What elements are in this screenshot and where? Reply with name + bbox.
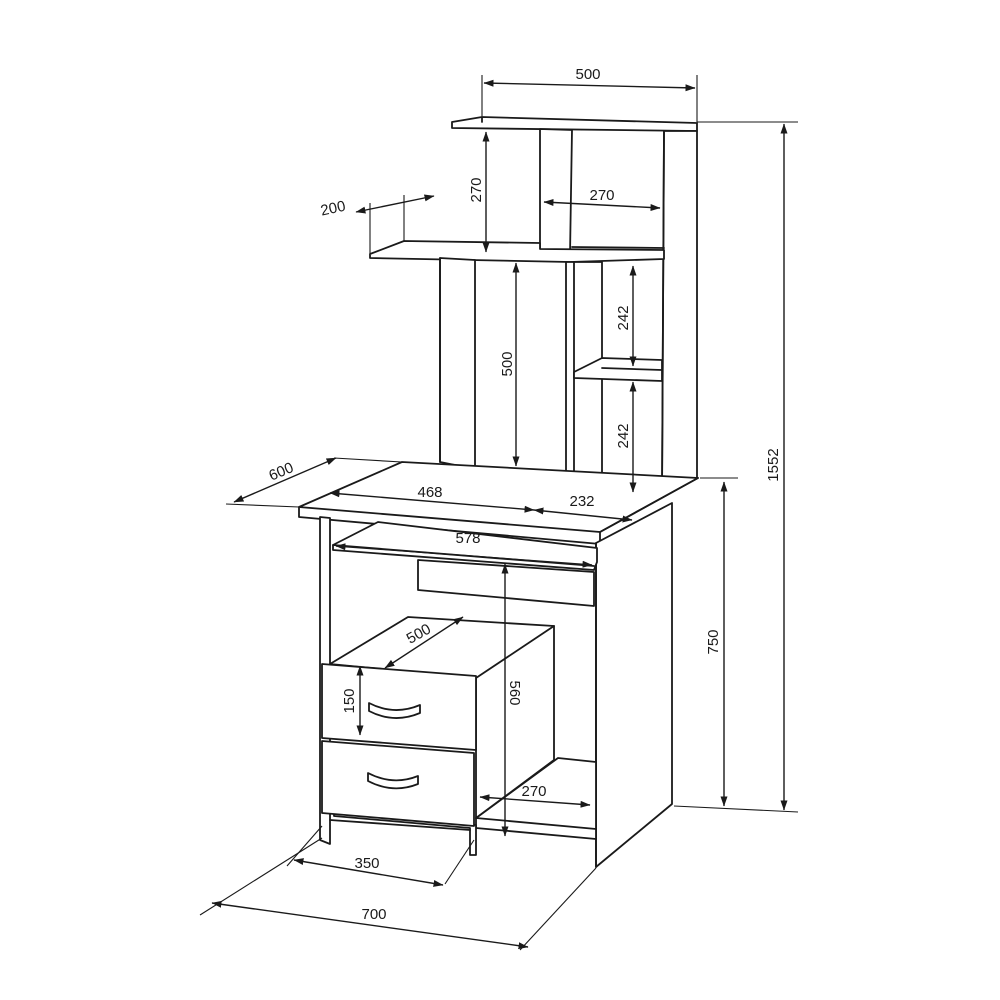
drawer-top-handle[interactable] (368, 702, 421, 719)
label-shelf-depth: 200 (319, 198, 347, 220)
label-drawer-unit-width: 350 (354, 855, 379, 872)
label-total-height: 1552 (765, 448, 782, 481)
hutch-left-post (439, 257, 476, 470)
dimension-lines (199, 75, 799, 951)
label-desk-width: 700 (361, 906, 386, 923)
hutch-top-panel (451, 116, 698, 132)
label-keyboard-tray-width: 578 (455, 530, 480, 547)
label-upper-shelf-width: 270 (589, 187, 614, 204)
label-top-width: 500 (575, 66, 600, 83)
hutch-upper-shelf (369, 240, 665, 263)
drawer-bottom-handle[interactable] (367, 772, 419, 790)
desk-outline (298, 116, 699, 868)
label-drawer-height: 150 (341, 688, 358, 713)
label-lower-shelf-width: 270 (521, 783, 546, 800)
label-back-opening-height: 500 (499, 351, 516, 376)
label-drawer-unit-height: 560 (506, 680, 523, 705)
label-middle-shelf-height-2: 242 (615, 423, 632, 448)
label-upper-shelf-height: 270 (468, 177, 485, 202)
label-side-shelf-width: 232 (569, 493, 594, 510)
label-desk-height: 750 (705, 629, 722, 654)
hutch-right-side (661, 130, 698, 496)
desk-right-side (595, 502, 673, 868)
hutch-upper-partition (539, 128, 573, 256)
label-middle-shelf-height-1: 242 (615, 305, 632, 330)
label-desk-opening-width: 468 (417, 484, 442, 501)
label-desk-depth: 600 (266, 459, 296, 484)
